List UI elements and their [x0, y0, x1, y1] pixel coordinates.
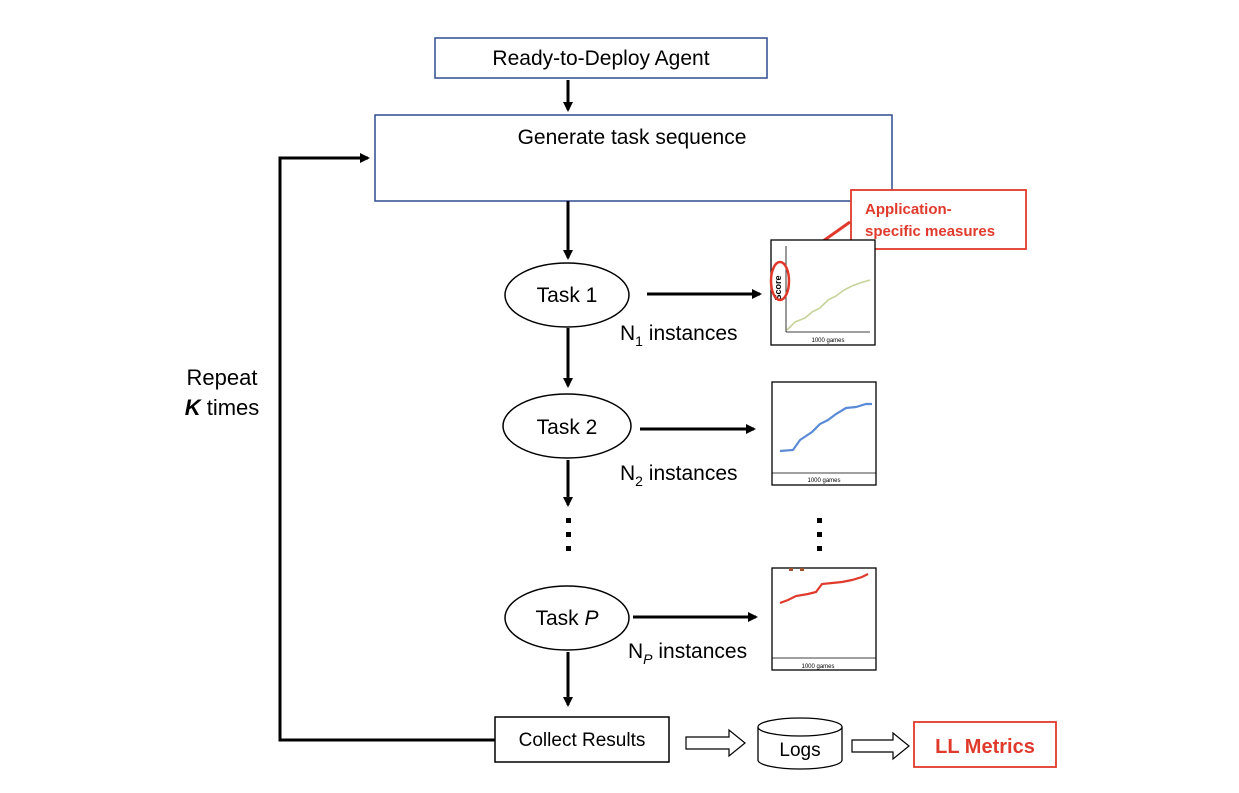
ellipsis-dots-left	[566, 518, 571, 551]
plot-2: 1000 games	[771, 381, 877, 486]
score-highlight-ring	[769, 260, 791, 302]
logs-label: Logs	[779, 740, 820, 761]
plot-3-series	[779, 573, 869, 605]
task2-instances: N2 instances	[620, 462, 738, 489]
taskp-instances: NP instances	[628, 640, 747, 667]
task1-node: Task 1	[504, 262, 630, 328]
hollow-arrow-logs-to-metrics	[851, 731, 910, 761]
collect-box: Collect Results	[494, 716, 670, 763]
ll-metrics-label: LL Metrics	[935, 736, 1035, 758]
agent-label: Ready-to-Deploy Agent	[492, 47, 709, 70]
repeat-loop-arrow	[278, 153, 495, 742]
task2-node: Task 2	[502, 393, 632, 459]
task1-label: Task 1	[537, 284, 598, 307]
generate-box: Generate task sequence	[374, 114, 893, 202]
agent-box: Ready-to-Deploy Agent	[434, 37, 768, 79]
callout-line1: Application-	[865, 201, 952, 218]
repeat-label: Repeat	[187, 365, 258, 390]
plot-1-xlabel: 1000 games	[811, 338, 844, 344]
collect-label: Collect Results	[519, 730, 646, 751]
k-times-label: K times	[185, 395, 260, 420]
ll-metrics-box: LL Metrics	[913, 721, 1057, 768]
callout-line2: specific measures	[865, 223, 995, 240]
generate-label: Generate task sequence	[518, 126, 747, 149]
plot-1: Score 1000 games	[769, 239, 876, 346]
hollow-arrow-collect-to-logs	[685, 728, 746, 758]
plot-1-series	[786, 279, 871, 331]
taskp-node: Task P	[504, 585, 630, 651]
plot-2-xlabel: 1000 games	[807, 478, 840, 484]
ellipsis-dots-right	[817, 518, 822, 551]
plot-1-ylabel: Score	[773, 275, 783, 300]
logs-cylinder: Logs	[757, 717, 843, 770]
taskp-label: Task P	[535, 607, 598, 630]
plot-2-series	[779, 402, 872, 453]
plot-3-xlabel: 1000 games	[801, 664, 834, 670]
task2-label: Task 2	[537, 416, 598, 439]
task1-instances: N1 instances	[620, 322, 738, 349]
plot-3: 1000 games	[771, 567, 877, 671]
callout-box: Application- specific measures	[850, 189, 1027, 250]
